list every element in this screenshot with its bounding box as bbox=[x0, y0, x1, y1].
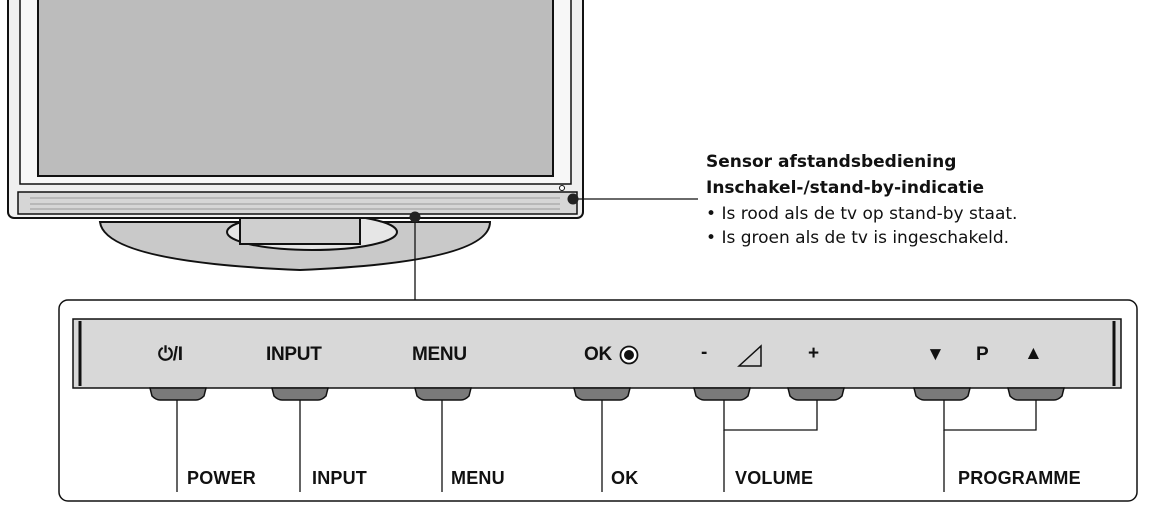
programme-up-icon: ▲ bbox=[1024, 343, 1043, 364]
button-caps bbox=[149, 387, 1065, 401]
volume-minus-label: - bbox=[701, 342, 708, 363]
programme-p-label: P bbox=[976, 344, 989, 365]
volume-up-button-cap bbox=[787, 387, 845, 401]
label-programme: PROGRAMME bbox=[958, 468, 1081, 488]
programme-down-button-cap bbox=[913, 387, 971, 401]
sensor-callout: Sensor afstandsbediening Inschakel-/stan… bbox=[706, 150, 1017, 250]
ok-button-cap bbox=[573, 387, 631, 401]
input-button-cap bbox=[271, 387, 329, 401]
menu-button-label: MENU bbox=[412, 344, 467, 365]
label-ok: OK bbox=[611, 468, 639, 488]
volume-down-button-cap bbox=[693, 387, 751, 401]
power-button-label: ⏻/I bbox=[158, 344, 183, 365]
ok-symbol-icon bbox=[619, 345, 639, 365]
label-power: POWER bbox=[187, 468, 257, 488]
callout-heading-indicator: Inschakel-/stand-by-indicatie bbox=[706, 178, 984, 198]
volume-icon bbox=[737, 344, 762, 367]
menu-button-cap bbox=[414, 387, 472, 401]
callout-bullet-on: • Is groen als de tv is ingeschakeld. bbox=[706, 228, 1010, 248]
callout-heading-sensor: Sensor afstandsbediening bbox=[706, 152, 957, 172]
callout-dot-panel bbox=[409, 211, 421, 223]
programme-down-icon: ▼ bbox=[926, 344, 945, 365]
label-menu: MENU bbox=[451, 468, 505, 488]
button-leader-lines bbox=[176, 400, 1037, 492]
input-button-label: INPUT bbox=[266, 344, 322, 365]
label-volume: VOLUME bbox=[735, 468, 814, 488]
ok-button-label: OK bbox=[584, 344, 612, 365]
programme-up-button-cap bbox=[1007, 387, 1065, 401]
remote-sensor-indicator bbox=[559, 185, 565, 191]
tv-bottom-strip bbox=[17, 191, 578, 215]
callout-dot-sensor bbox=[567, 193, 579, 205]
power-button-cap bbox=[149, 387, 207, 401]
callout-bullet-standby: • Is rood als de tv op stand-by staat. bbox=[706, 204, 1018, 224]
volume-plus-label: + bbox=[808, 343, 819, 364]
label-input: INPUT bbox=[312, 468, 367, 488]
tv-stand bbox=[98, 211, 492, 272]
tv-screen bbox=[37, 0, 554, 177]
